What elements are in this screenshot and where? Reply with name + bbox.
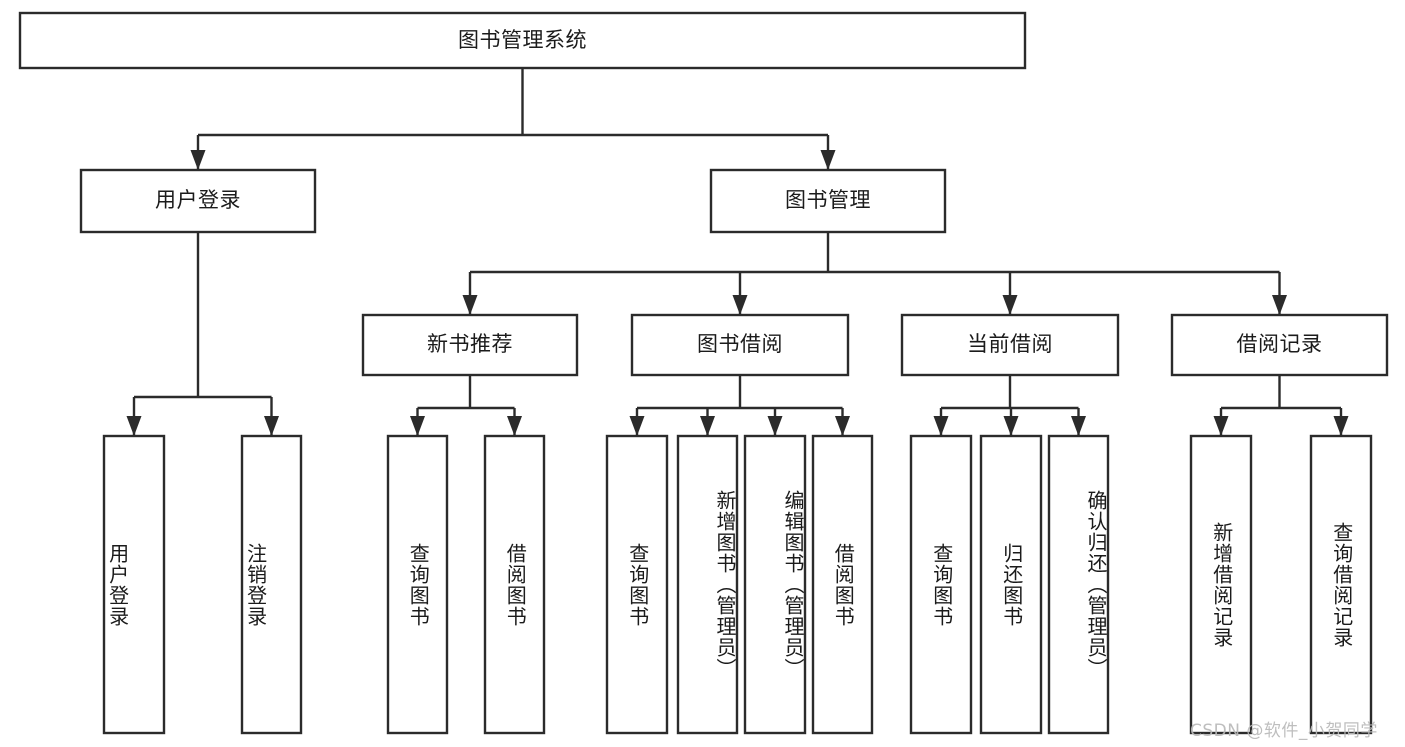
level2-node-label: 新书推荐 bbox=[427, 332, 513, 357]
arrow-head-icon bbox=[264, 416, 279, 436]
leaf-node-box[interactable] bbox=[1189, 434, 1253, 735]
arrow-head-icon bbox=[835, 416, 850, 436]
connector-layer bbox=[126, 68, 1349, 436]
leaf-node-box[interactable] bbox=[811, 434, 874, 735]
level2-node-box[interactable] bbox=[361, 313, 579, 377]
leaf-node-box[interactable] bbox=[676, 434, 739, 735]
arrow-head-icon bbox=[1213, 416, 1229, 436]
leaf-node-label: 编辑图书（管理员） bbox=[781, 490, 805, 679]
leaf-node-label: 确认归还（管理员） bbox=[1084, 490, 1108, 679]
level2-node-box[interactable] bbox=[900, 313, 1120, 377]
arrow-head-icon bbox=[629, 416, 645, 436]
level2-node-box[interactable] bbox=[630, 313, 850, 377]
arrow-head-icon bbox=[1003, 416, 1019, 436]
arrow-head-icon bbox=[767, 416, 783, 436]
arrow-head-icon bbox=[410, 416, 425, 436]
leaf-node-label: 注销登录 bbox=[243, 542, 268, 627]
level1-node-label: 图书管理 bbox=[785, 188, 871, 213]
arrow-head-icon bbox=[126, 416, 142, 436]
leaf-node-box[interactable] bbox=[386, 434, 449, 735]
level2-node-label: 当前借阅 bbox=[967, 332, 1053, 357]
leaf-node-label: 查询借阅记录 bbox=[1329, 521, 1354, 648]
level2-node-label: 图书借阅 bbox=[697, 332, 783, 357]
watermark-text: CSDN @软件_小贺同学 bbox=[1190, 721, 1378, 741]
leaf-node-box[interactable] bbox=[979, 434, 1043, 735]
root-node-box[interactable] bbox=[18, 11, 1027, 70]
leaf-node-label: 查询图书 bbox=[406, 542, 431, 627]
leaf-node-label: 新增借阅记录 bbox=[1209, 521, 1234, 648]
box-layer bbox=[18, 11, 1389, 735]
level2-node-box[interactable] bbox=[1170, 313, 1389, 377]
leaf-node-box[interactable] bbox=[605, 434, 669, 735]
level2-node-label: 借阅记录 bbox=[1236, 332, 1323, 357]
leaf-node-label: 借阅图书 bbox=[831, 542, 856, 627]
leaf-node-label: 用户登录 bbox=[105, 542, 130, 627]
arrow-head-icon bbox=[190, 150, 206, 170]
leaf-node-label: 查询图书 bbox=[625, 542, 650, 627]
arrow-head-icon bbox=[462, 295, 478, 315]
arrow-head-icon bbox=[1272, 295, 1287, 315]
leaf-node-label: 新增图书（管理员） bbox=[713, 490, 737, 679]
leaf-node-label: 归还图书 bbox=[999, 542, 1024, 627]
leaf-node-box[interactable] bbox=[1047, 434, 1110, 735]
arrow-head-icon bbox=[507, 416, 522, 436]
arrow-head-icon bbox=[700, 416, 715, 436]
arrow-head-icon bbox=[1071, 416, 1086, 436]
level1-node-box[interactable] bbox=[79, 168, 317, 234]
level1-node-box[interactable] bbox=[709, 168, 947, 234]
leaf-node-label: 借阅图书 bbox=[503, 542, 528, 627]
leaf-node-box[interactable] bbox=[102, 434, 166, 735]
arrow-head-icon bbox=[1002, 295, 1018, 315]
arrow-head-icon bbox=[732, 295, 748, 315]
leaf-node-box[interactable] bbox=[1309, 434, 1373, 735]
leaf-node-box[interactable] bbox=[743, 434, 807, 735]
leaf-node-box[interactable] bbox=[240, 434, 303, 735]
level1-node-label: 用户登录 bbox=[155, 188, 241, 213]
leaf-node-box[interactable] bbox=[483, 434, 546, 735]
arrow-head-icon bbox=[933, 416, 949, 436]
root-node-label: 图书管理系统 bbox=[458, 27, 587, 52]
leaf-node-box[interactable] bbox=[909, 434, 973, 735]
arrow-head-icon bbox=[820, 150, 836, 170]
leaf-node-label: 查询图书 bbox=[929, 542, 954, 627]
arrow-head-icon bbox=[1333, 416, 1349, 436]
